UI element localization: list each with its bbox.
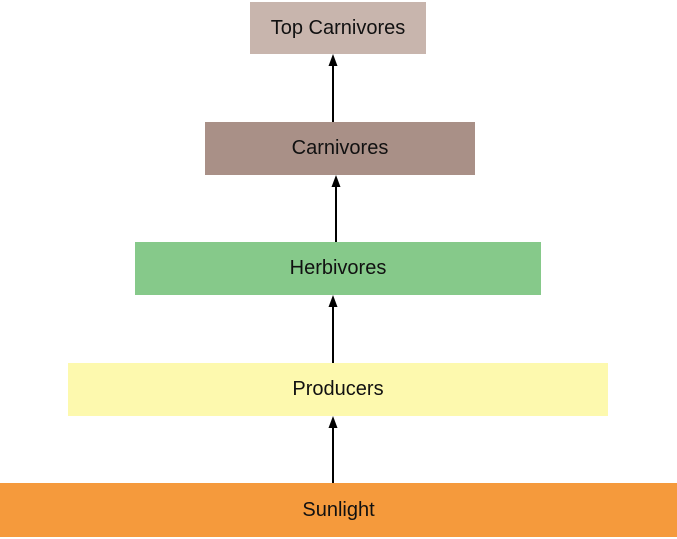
arrow-sunlight-to-producers — [328, 416, 338, 483]
level-herbivores: Herbivores — [135, 242, 541, 295]
level-top-carnivores: Top Carnivores — [250, 2, 426, 54]
arrow-carnivores-to-top-carnivores — [328, 54, 338, 122]
arrow-herbivores-to-carnivores — [331, 175, 341, 242]
level-carnivores: Carnivores — [205, 122, 475, 175]
level-sunlight: Sunlight — [0, 483, 677, 537]
level-producers: Producers — [68, 363, 608, 416]
arrow-producers-to-herbivores — [328, 295, 338, 363]
